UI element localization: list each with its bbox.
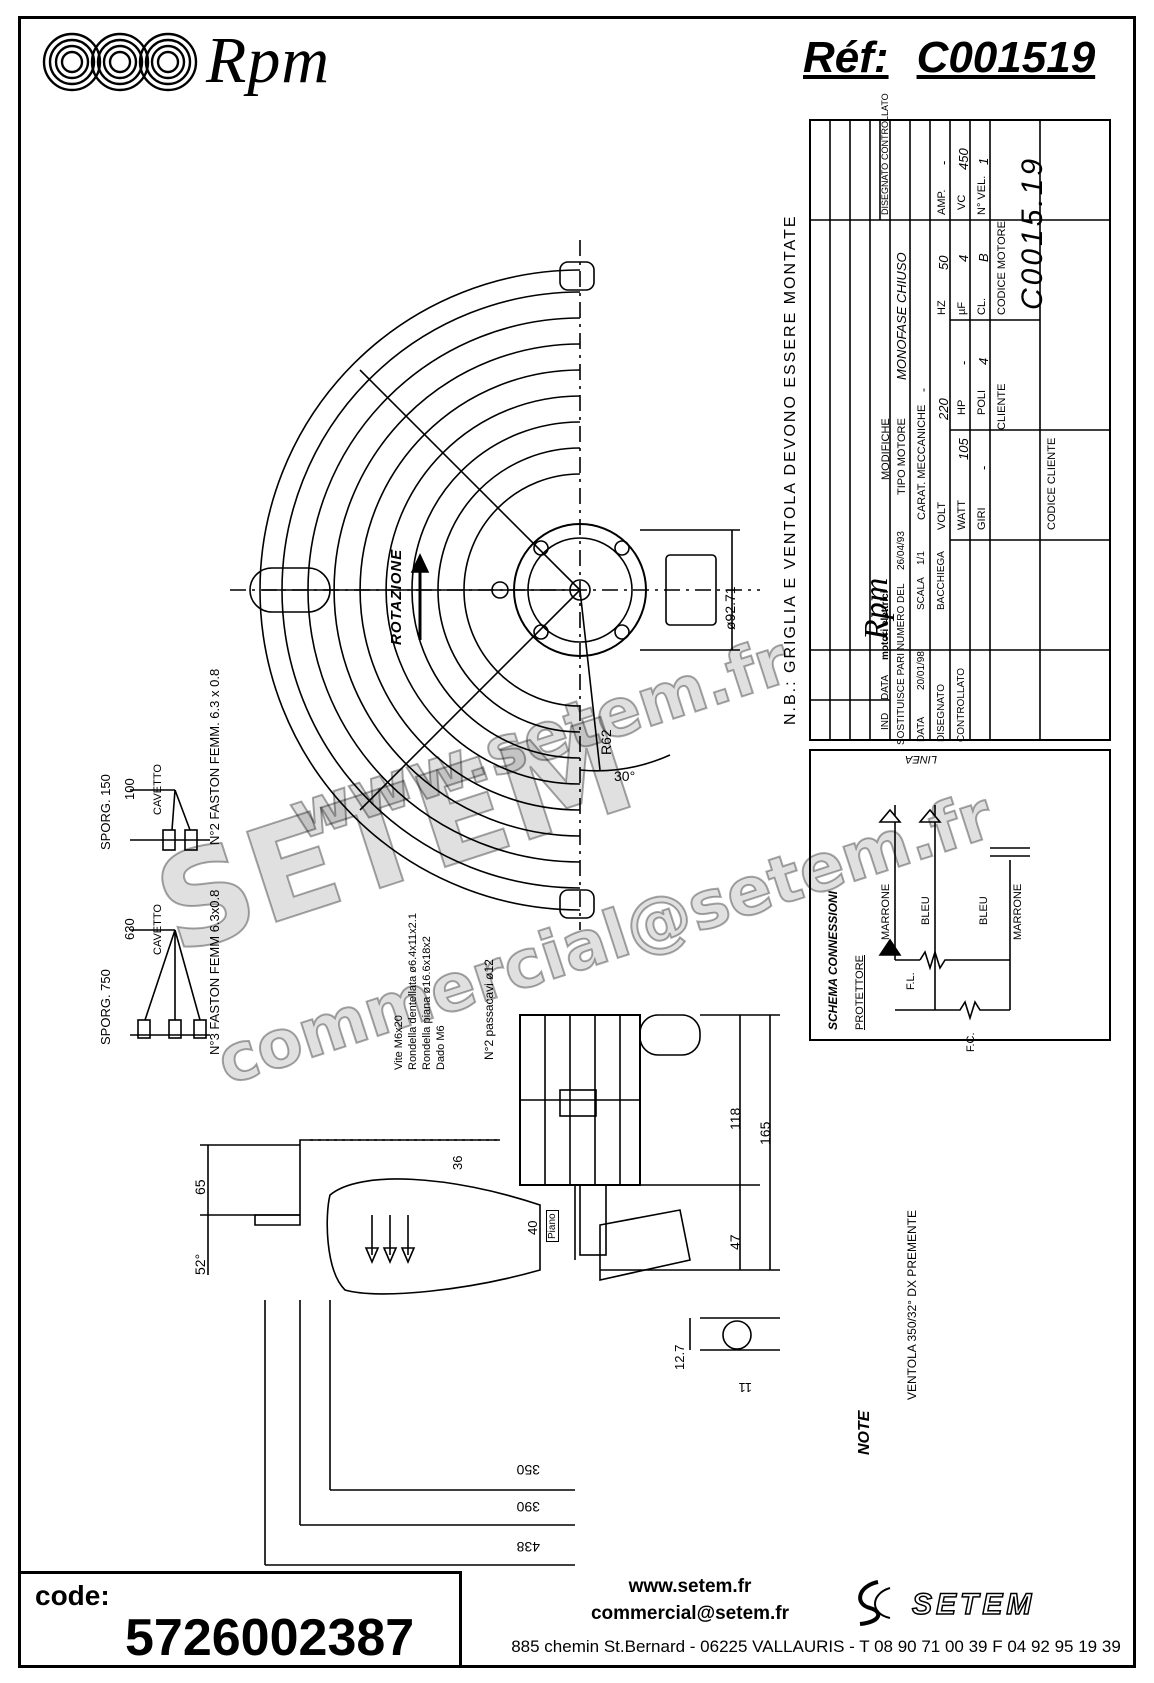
angle-dim: 30° bbox=[614, 768, 636, 784]
cable1-type: CAVETTO bbox=[152, 764, 164, 815]
setem-logo-text: SETEM bbox=[912, 1588, 1035, 1621]
sostituisce-label: SOSTITUISCE PARI NUMERO DEL bbox=[896, 583, 907, 745]
hz-value: 50 bbox=[936, 255, 951, 270]
sostituisce-date: 26/04/93 bbox=[896, 531, 907, 570]
hp-value: - bbox=[956, 360, 971, 365]
tipo-motore-label: TIPO MOTORE bbox=[896, 418, 908, 495]
carat-value: - bbox=[916, 388, 930, 392]
note-label: NOTE bbox=[856, 1410, 873, 1455]
reference-value: C001519 bbox=[916, 33, 1096, 82]
dim-47: 47 bbox=[727, 1234, 743, 1250]
vc-label: VC bbox=[956, 194, 968, 210]
cable1-length: 100 bbox=[122, 778, 137, 800]
code-label: code: bbox=[35, 1580, 110, 1611]
schema-title: SCHEMA CONNESSIONI bbox=[826, 891, 840, 1030]
plano-label: Piano bbox=[546, 1210, 559, 1242]
codice-motore-value: C0015.19 bbox=[1016, 155, 1049, 310]
poli-value: 4 bbox=[976, 357, 991, 365]
reference-label: Réf: bbox=[803, 33, 889, 82]
watt-label: WATT bbox=[956, 500, 968, 530]
rotation-label: ROTAZIONE bbox=[388, 548, 405, 645]
disegnato-by: BACCHIEGA bbox=[936, 551, 947, 610]
codice-cliente-label: CODICE CLIENTE bbox=[1046, 437, 1058, 530]
ind-label: IND bbox=[880, 712, 891, 730]
dim-12-7: 12.7 bbox=[672, 1344, 687, 1370]
fan-note: VENTOLA 350/32° DX PREMENTE bbox=[905, 1210, 919, 1400]
footer-email[interactable]: commercial@setem.fr bbox=[590, 1603, 790, 1624]
footer-website[interactable]: www.setem.fr bbox=[628, 1576, 752, 1597]
vel-value: 1 bbox=[976, 157, 991, 165]
vel-label: N° VEL. bbox=[976, 175, 988, 215]
linea-label: LINEA bbox=[905, 753, 937, 765]
dim-40: 40 bbox=[525, 1220, 540, 1235]
scala-value: 1/1 bbox=[916, 551, 927, 565]
controllato-header: CONTROLLATO bbox=[880, 93, 890, 160]
rpm-logo-text: Rpm bbox=[206, 24, 330, 97]
drawing-sheet bbox=[18, 16, 1136, 1668]
volt-value: 220 bbox=[936, 398, 951, 420]
dim-65: 65 bbox=[192, 1179, 208, 1195]
bleu-label-1: BLEU bbox=[920, 896, 932, 925]
cl-label: CL. bbox=[976, 297, 988, 315]
fc-label: F.C. bbox=[965, 1032, 977, 1052]
cable2-sporg: SPORG. 750 bbox=[98, 969, 113, 1045]
reference-title: Réf: C001519 bbox=[803, 36, 1123, 80]
marrone-label-1: MARRONE bbox=[880, 883, 892, 940]
data-value: 20/01/98 bbox=[916, 651, 927, 690]
fl-label: F.L. bbox=[905, 972, 917, 990]
watt-value: 105 bbox=[956, 438, 971, 460]
setem-logo: SETEM bbox=[858, 1580, 1035, 1626]
title-block-brand-sub: motori elettrici bbox=[880, 590, 891, 660]
giri-value: - bbox=[976, 465, 991, 470]
giri-label: GIRI bbox=[976, 507, 988, 530]
footer-address: 885 chemin St.Bernard - 06225 VALLAURIS … bbox=[511, 1637, 1121, 1656]
volt-label: VOLT bbox=[936, 502, 948, 530]
dim-390: 390 bbox=[516, 1499, 540, 1515]
cl-value: B bbox=[976, 253, 991, 262]
dim-165: 165 bbox=[757, 1121, 773, 1145]
cliente-label: CLIENTE bbox=[996, 383, 1008, 430]
hp-label: HP bbox=[956, 399, 968, 415]
tipo-motore-value: MONOFASE CHIUSO bbox=[894, 252, 909, 380]
cable1-sporg: SPORG. 150 bbox=[98, 774, 113, 850]
hub-diameter-dim: ø92.71 bbox=[722, 586, 738, 630]
vc-value: 450 bbox=[956, 148, 971, 170]
dim-350: 350 bbox=[516, 1462, 540, 1478]
dim-118: 118 bbox=[727, 1107, 743, 1130]
dim-36: 36 bbox=[450, 1155, 465, 1170]
cable2-length: 630 bbox=[122, 918, 137, 940]
data-row-label: DATA bbox=[916, 716, 927, 742]
dim-52: 52° bbox=[192, 1253, 208, 1275]
data-header: DATA bbox=[880, 674, 891, 700]
code-value: 5726002387 bbox=[125, 1609, 415, 1667]
uf-value: 4 bbox=[956, 254, 971, 262]
hz-label: HZ bbox=[936, 300, 948, 315]
protettore-label: PROTETTORE bbox=[854, 955, 866, 1030]
uf-label: µF bbox=[956, 301, 968, 315]
carat-label: CARAT. MECCANICHE bbox=[916, 404, 928, 520]
codice-motore-label: CODICE MOTORE bbox=[996, 221, 1008, 315]
scala-label: SCALA bbox=[916, 577, 927, 610]
amp-value: - bbox=[936, 160, 951, 165]
disegnato-label: DISEGNATO bbox=[936, 684, 947, 742]
bleu-label-2: BLEU bbox=[978, 896, 990, 925]
montage-note: N.B.: GRIGLIA E VENTOLA DEVONO ESSERE MO… bbox=[782, 214, 799, 725]
poli-label: POLI bbox=[976, 389, 988, 415]
dim-438: 438 bbox=[516, 1539, 540, 1555]
dim-11: 11 bbox=[738, 1380, 753, 1395]
rpm-coil-logo bbox=[42, 32, 198, 92]
disegnato-header: DISEGNATO bbox=[880, 162, 890, 215]
modifiche-label: MODIFICHE bbox=[880, 418, 892, 480]
controllato-label: CONTROLLATO bbox=[956, 667, 967, 742]
amp-label: AMP. bbox=[936, 189, 948, 215]
code-box: code: 5726002387 bbox=[18, 1571, 462, 1668]
marrone-label-2: MARRONE bbox=[1012, 883, 1024, 940]
